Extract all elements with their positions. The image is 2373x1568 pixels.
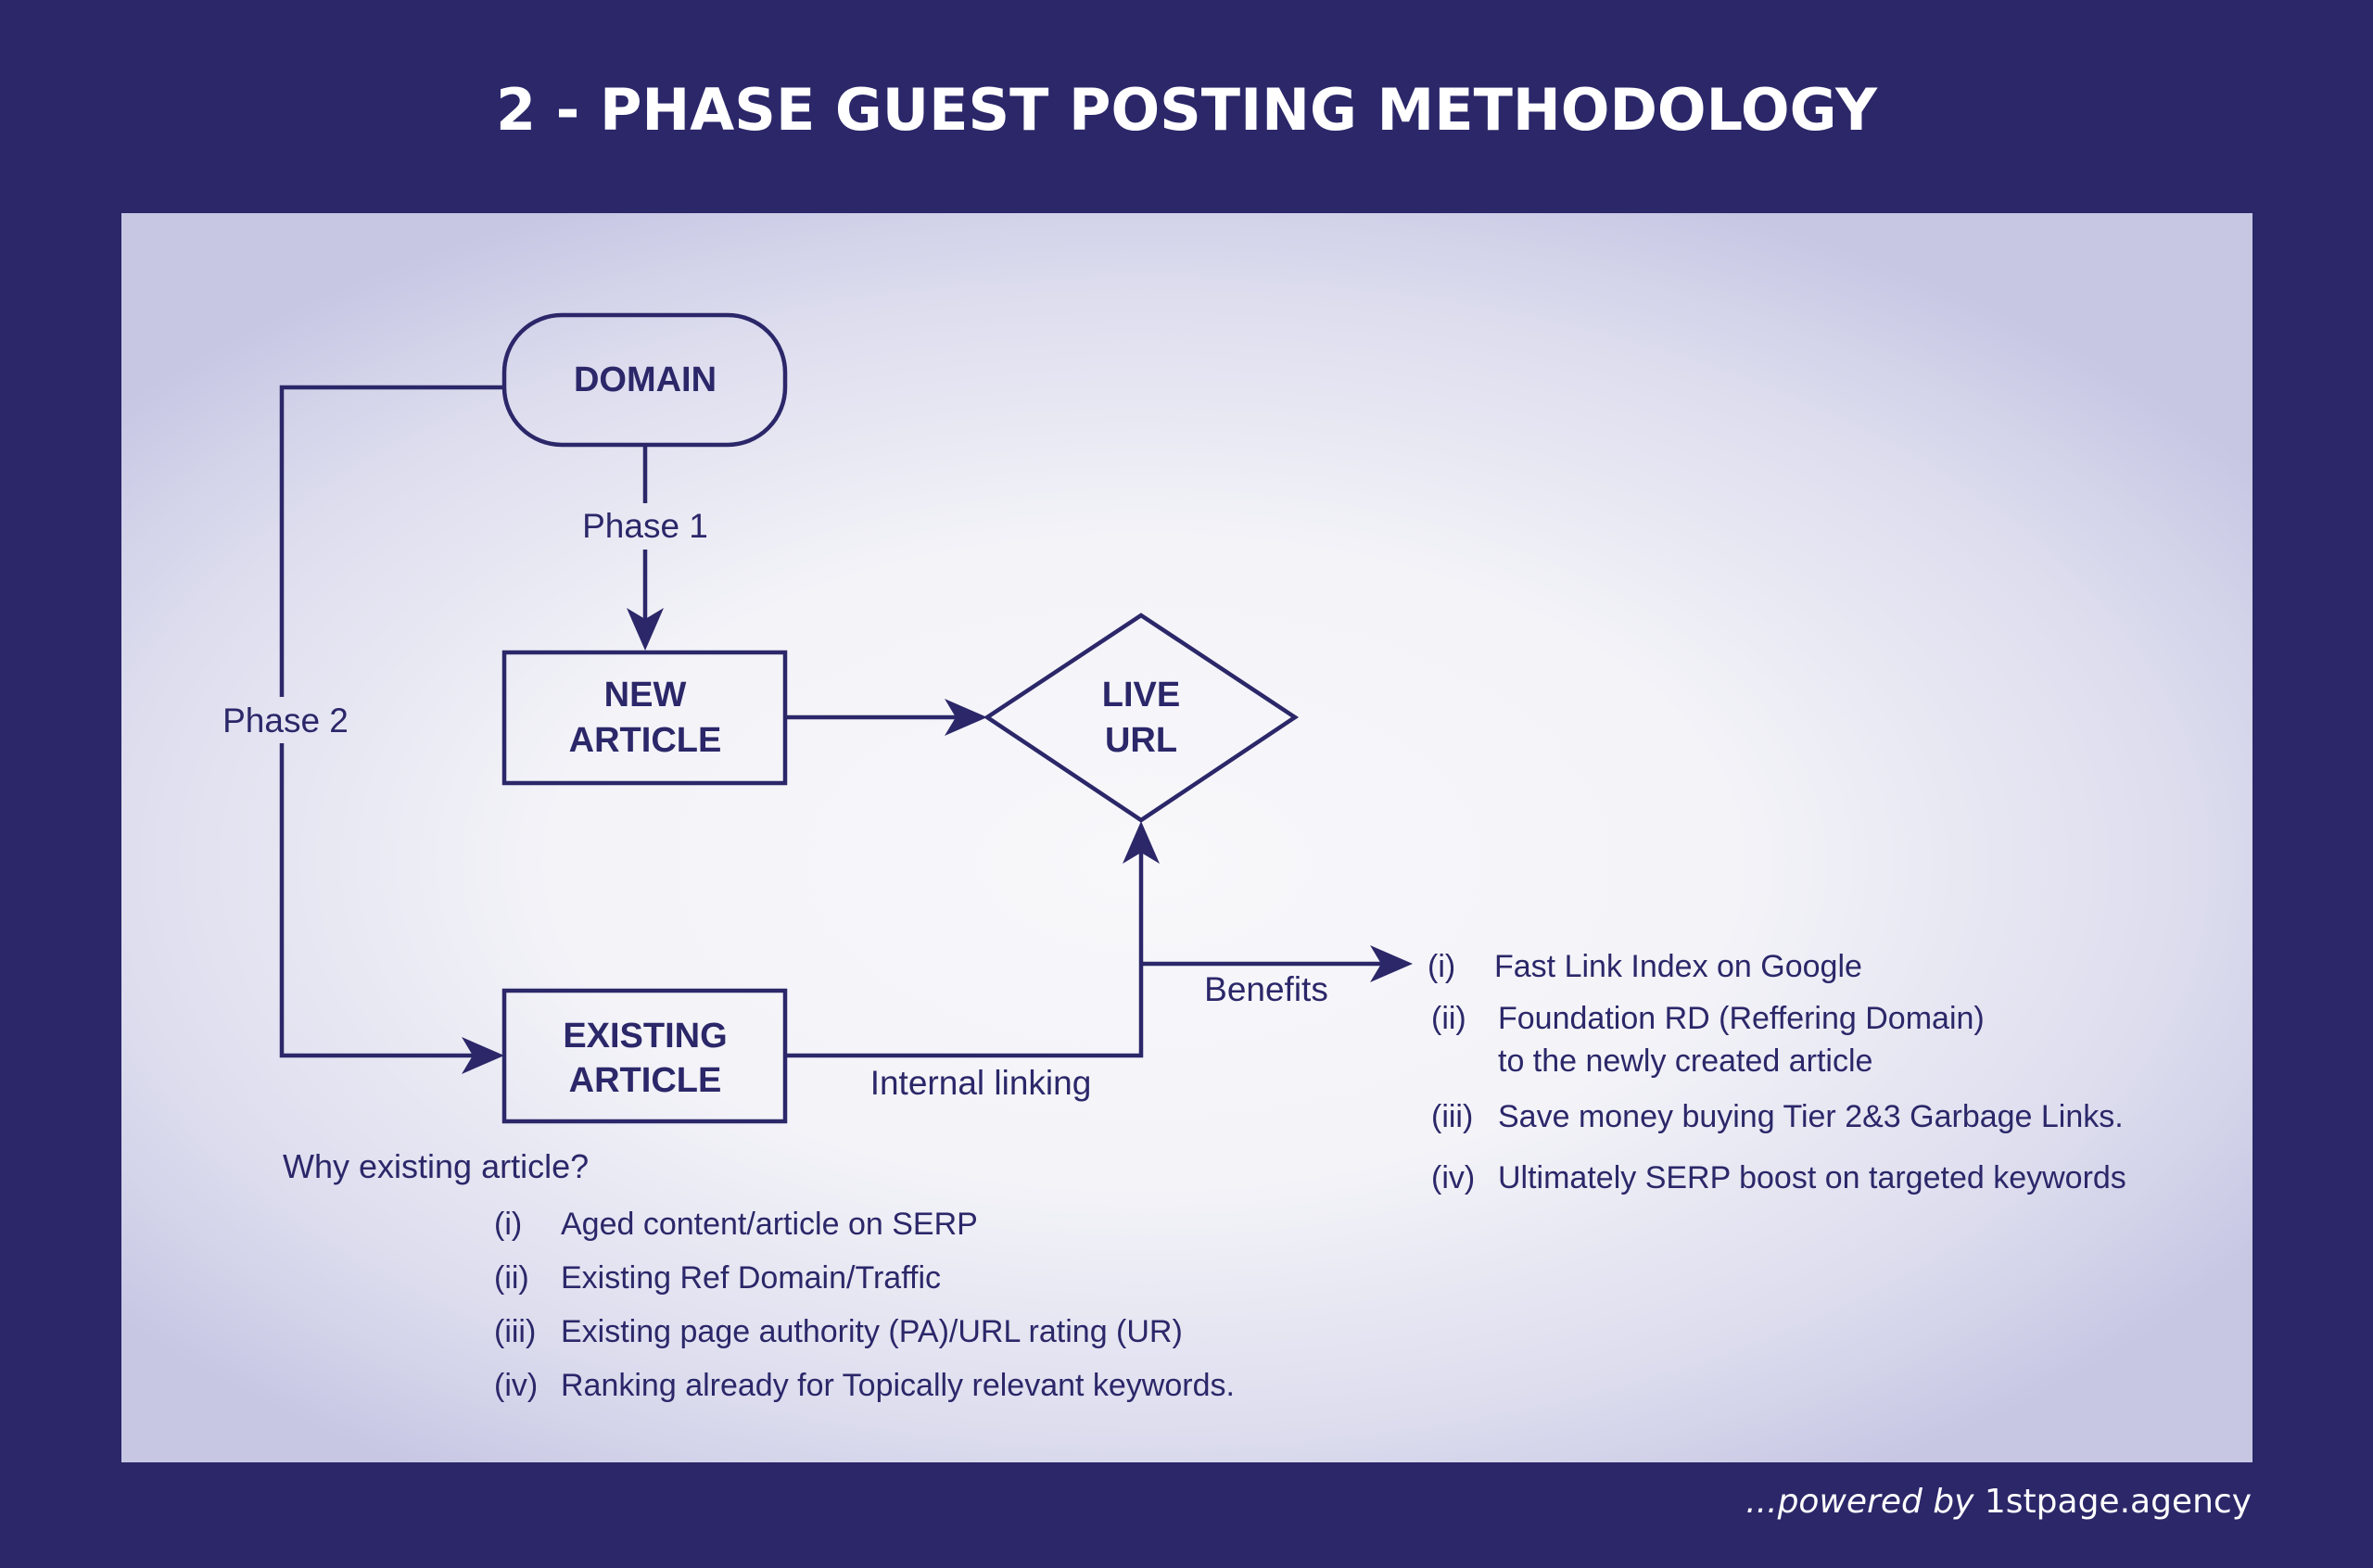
benefit-text: Ultimately SERP boost on targeted keywor… — [1498, 1160, 2126, 1195]
new-article-label-line2: ARTICLE — [569, 721, 722, 760]
arrowhead-new-article — [627, 608, 664, 651]
edge-internal-linking — [785, 843, 1144, 1058]
benefit-text: Fast Link Index on Google — [1494, 949, 1862, 984]
benefit-text-line2: to the newly created article — [1498, 1043, 1873, 1079]
arrowhead-live-url-left — [945, 699, 987, 736]
reason-text: Aged content/article on SERP — [561, 1207, 978, 1242]
reason-number: (i) — [494, 1207, 523, 1242]
diagram-panel — [121, 213, 2252, 1462]
footer-credit: ...powered by 1stpage.agency — [1745, 1483, 2252, 1521]
footer-brand: 1stpage.agency — [1984, 1483, 2252, 1521]
benefits-label: Benefits — [1204, 970, 1328, 1008]
arrowhead-benefits — [1370, 945, 1413, 982]
reason-number: (iv) — [494, 1368, 539, 1403]
reason-text: Existing Ref Domain/Traffic — [561, 1260, 942, 1296]
new-article-node — [501, 650, 788, 786]
new-article-label-line1: NEW — [604, 676, 687, 714]
phase1-label: Phase 1 — [582, 507, 708, 545]
why-existing-heading: Why existing article? — [283, 1147, 590, 1185]
live-url-label-line2: URL — [1105, 721, 1177, 760]
benefit-number: (iv) — [1431, 1160, 1476, 1195]
phase2-label: Phase 2 — [222, 702, 349, 740]
reason-number: (iii) — [494, 1314, 537, 1349]
edge-phase2-top — [279, 385, 504, 697]
benefits-list: (i) Fast Link Index on Google (ii) Found… — [1428, 949, 2262, 1227]
existing-article-node — [501, 988, 788, 1124]
arrowhead-existing-article — [462, 1037, 504, 1074]
reason-text: Ranking already for Topically relevant k… — [561, 1368, 1235, 1403]
live-url-label-line1: LIVE — [1102, 676, 1180, 714]
benefit-number: (ii) — [1431, 1001, 1466, 1036]
page-title: 2 - PHASE GUEST POSTING METHODOLOGY — [495, 76, 1878, 144]
benefit-number: (i) — [1428, 949, 1456, 984]
benefit-number: (iii) — [1431, 1099, 1474, 1134]
reason-text: Existing page authority (PA)/URL rating … — [561, 1314, 1183, 1349]
internal-linking-label: Internal linking — [870, 1064, 1092, 1102]
arrowhead-live-url-bottom — [1123, 821, 1160, 864]
domain-label: DOMAIN — [574, 360, 717, 399]
existing-article-label-line2: ARTICLE — [569, 1061, 722, 1100]
reason-number: (ii) — [494, 1260, 529, 1296]
benefit-text: Save money buying Tier 2&3 Garbage Links… — [1498, 1099, 2124, 1134]
edge-phase2-bottom — [279, 743, 482, 1058]
benefit-text: Foundation RD (Reffering Domain) — [1498, 1001, 1985, 1036]
footer-prefix: ...powered by — [1745, 1483, 1974, 1521]
existing-article-label-line1: EXISTING — [563, 1017, 727, 1056]
why-existing-list: (i) Aged content/article on SERP (ii) Ex… — [494, 1207, 1328, 1429]
live-url-node — [983, 613, 1300, 823]
